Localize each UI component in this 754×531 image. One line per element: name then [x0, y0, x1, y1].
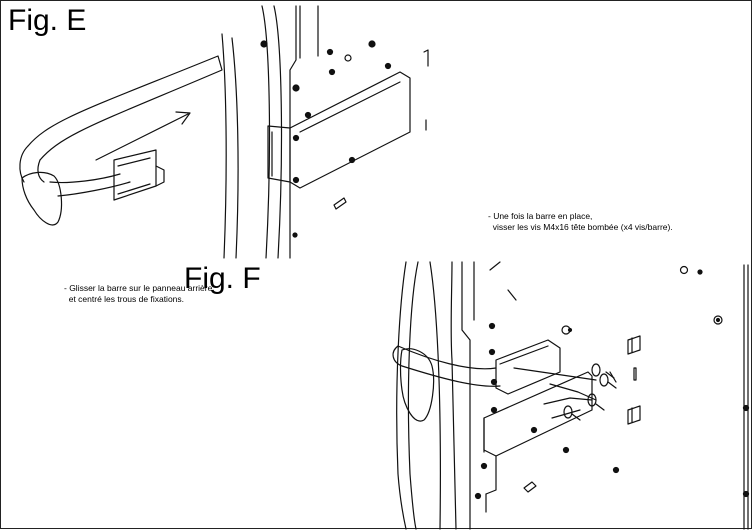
fig-f-bracket [483, 371, 593, 457]
fig-f-bar [397, 345, 497, 370]
fig-e-title: Fig. E [8, 4, 87, 37]
fig-e-bracket [289, 71, 411, 189]
fig-e-instruction: - Glisser la barre sur le panneau arrièr… [64, 283, 213, 304]
hole [292, 84, 300, 92]
hole [344, 54, 352, 62]
bracket-icon [627, 335, 641, 425]
arrow-icon [95, 111, 191, 161]
fig-f-instruction: - Une fois la barre en place, visser les… [488, 211, 673, 232]
fig-e-post-left-inner [231, 37, 239, 259]
fig-e-panel-edge [289, 5, 297, 259]
fig-f-bar-end [399, 348, 435, 422]
hole [292, 134, 300, 142]
hole [304, 111, 312, 119]
hole [260, 40, 268, 48]
hole [328, 68, 336, 76]
hole [384, 62, 392, 70]
hole [292, 176, 300, 184]
fig-e-illustration [19, 5, 429, 259]
hole [326, 48, 334, 56]
fig-f-title: Fig. F [184, 262, 261, 295]
fig-e-bar [27, 55, 223, 161]
fig-f-bar-plate [495, 339, 561, 395]
fig-f-illustration [392, 261, 750, 530]
fig-e-bar-end [21, 171, 63, 226]
hole [368, 40, 376, 48]
fig-e-post-right-inner [273, 5, 283, 259]
fig-e-post-right [261, 5, 271, 259]
fig-e-post-left [221, 33, 227, 259]
screw-icon [513, 363, 617, 421]
